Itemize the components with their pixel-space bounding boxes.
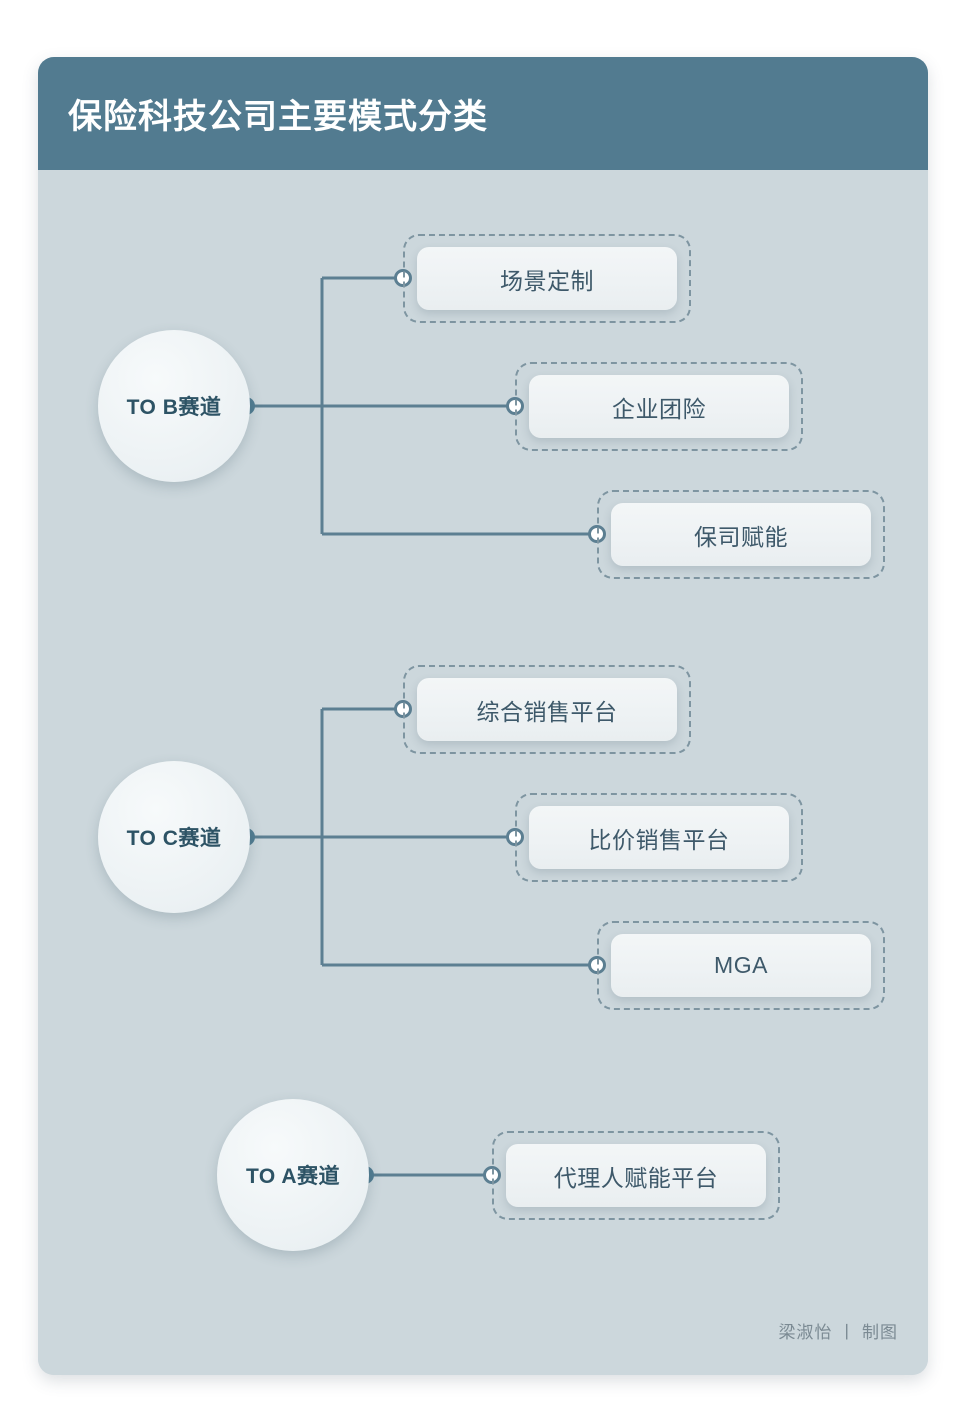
leaf-inner-tob-2: 企业团险: [529, 375, 789, 438]
leaf-inner-toc-1: 综合销售平台: [417, 678, 677, 741]
root-node-to-b[interactable]: TO B赛道: [98, 330, 250, 482]
root-label-to-b: TO B赛道: [126, 396, 222, 419]
root-label-to-c: TO C赛道: [126, 827, 222, 850]
card-header: 保险科技公司主要模式分类: [38, 57, 928, 170]
leaf-inner-tob-3: 保司赋能: [611, 503, 871, 566]
page-title: 保险科技公司主要模式分类: [68, 98, 488, 136]
leaf-label-tob-3: 保司赋能: [694, 523, 788, 550]
leaf-label-toc-2: 比价销售平台: [588, 826, 730, 853]
leaf-label-tob-1: 场景定制: [500, 267, 594, 294]
leaf-box-toa-1[interactable]: 代理人赋能平台: [492, 1131, 780, 1220]
leaf-inner-toa-1: 代理人赋能平台: [506, 1144, 766, 1207]
leaf-label-toc-1: 综合销售平台: [476, 698, 618, 725]
leaf-label-tob-2: 企业团险: [612, 395, 706, 422]
leaf-box-toc-1[interactable]: 综合销售平台: [403, 665, 691, 754]
root-node-to-c[interactable]: TO C赛道: [98, 761, 250, 913]
leaf-box-toc-3[interactable]: MGA: [597, 921, 885, 1010]
leaf-inner-toc-3: MGA: [611, 934, 871, 997]
credit-text: 梁淑怡 丨 制图: [778, 1323, 898, 1342]
leaf-box-toc-2[interactable]: 比价销售平台: [515, 793, 803, 882]
leaf-inner-toc-2: 比价销售平台: [529, 806, 789, 869]
leaf-inner-tob-1: 场景定制: [417, 247, 677, 310]
root-label-to-a: TO A赛道: [245, 1165, 340, 1188]
leaf-label-toc-3: MGA: [714, 952, 768, 978]
leaf-label-toa-1: 代理人赋能平台: [553, 1164, 719, 1191]
leaf-box-tob-1[interactable]: 场景定制: [403, 234, 691, 323]
leaf-box-tob-3[interactable]: 保司赋能: [597, 490, 885, 579]
leaf-box-tob-2[interactable]: 企业团险: [515, 362, 803, 451]
root-node-to-a[interactable]: TO A赛道: [217, 1099, 369, 1251]
